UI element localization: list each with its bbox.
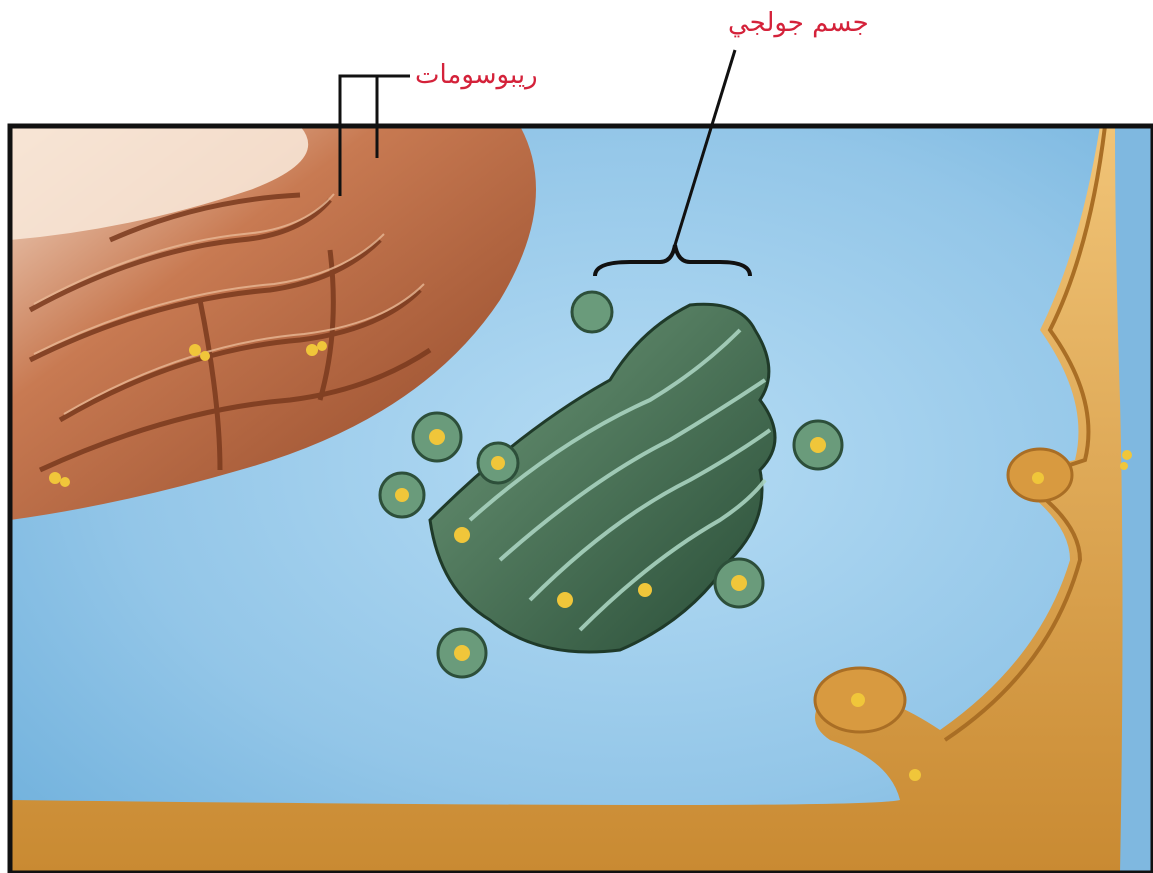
- ribosomes-label: ريبوسومات: [415, 60, 538, 90]
- golgi-label: جسم جولجي: [728, 8, 869, 38]
- vesicle: [715, 559, 763, 607]
- illustration-area: [10, 126, 1153, 873]
- vesicle: [478, 443, 518, 483]
- vesicle: [572, 292, 612, 332]
- vesicle: [438, 629, 486, 677]
- vesicle: [380, 473, 424, 517]
- vesicle: [794, 421, 842, 469]
- vesicle: [413, 413, 461, 461]
